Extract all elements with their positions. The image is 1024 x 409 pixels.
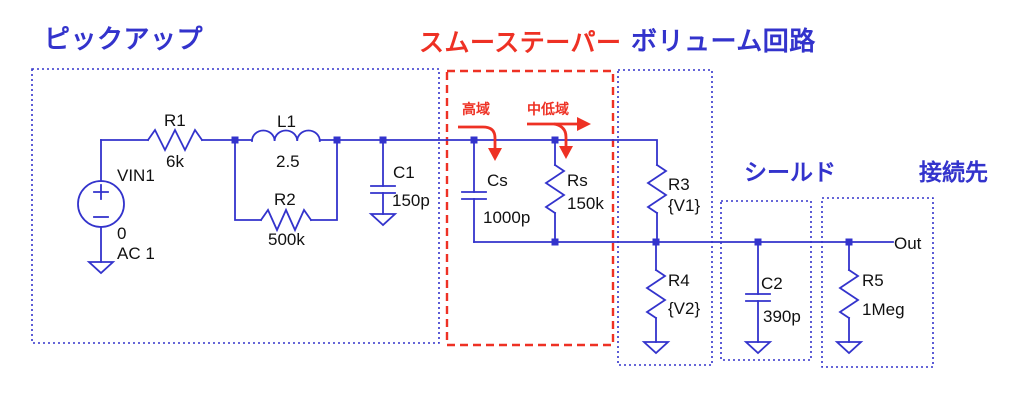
vin1-value: 0 bbox=[117, 224, 127, 243]
r3-name: R3 bbox=[668, 175, 690, 194]
out-net-label: Out bbox=[894, 234, 922, 253]
arrow-down-icon bbox=[488, 148, 502, 161]
volume-circuit-title: ボリューム回路 bbox=[631, 26, 816, 56]
ground-icon bbox=[834, 341, 864, 355]
arrow-down-icon bbox=[559, 146, 573, 159]
shield-title: シールド bbox=[744, 159, 836, 185]
r3-value: {V1} bbox=[668, 196, 701, 215]
c1-value: 150p bbox=[392, 191, 430, 210]
volume-circuit-box bbox=[617, 69, 713, 366]
cs-value: 1000p bbox=[483, 208, 531, 227]
vin1-ac: AC 1 bbox=[117, 244, 155, 263]
ground-icon bbox=[86, 261, 116, 275]
high-range-label: 高域 bbox=[462, 101, 490, 117]
r2-value: 500k bbox=[268, 230, 305, 249]
plus-icon bbox=[93, 184, 109, 200]
r1-name: R1 bbox=[164, 111, 186, 130]
shield-box bbox=[720, 200, 812, 361]
destination-box bbox=[821, 197, 934, 368]
mid-low-range-label: 中低域 bbox=[527, 101, 569, 117]
pickup-title: ピックアップ bbox=[44, 24, 204, 54]
mid-low-range-arrow bbox=[527, 117, 591, 159]
r1-value: 6k bbox=[166, 152, 184, 171]
r5-name: R5 bbox=[862, 271, 884, 290]
ground-icon bbox=[368, 213, 398, 227]
inductor-l1 bbox=[251, 129, 321, 142]
smooth-taper-title: スムーステーパー bbox=[419, 29, 622, 57]
voltage-source-vin1 bbox=[77, 139, 125, 275]
r4-name: R4 bbox=[668, 271, 690, 290]
ground-icon bbox=[743, 341, 773, 355]
resistor-r3 bbox=[646, 163, 668, 243]
r5-value: 1Meg bbox=[862, 300, 905, 319]
capacitor-c1 bbox=[368, 139, 398, 227]
destination-title: 接続先 bbox=[919, 159, 988, 185]
r2-name: R2 bbox=[274, 190, 296, 209]
smooth-taper-box bbox=[445, 69, 615, 347]
arrow-right-icon bbox=[577, 117, 591, 131]
junction-nodes bbox=[231, 136, 853, 246]
c2-name: C2 bbox=[761, 274, 783, 293]
top-wire bbox=[100, 139, 658, 166]
resistor-r2 bbox=[259, 207, 313, 233]
vin1-name: VIN1 bbox=[117, 166, 155, 185]
r4-value: {V2} bbox=[668, 299, 701, 318]
resistor-r5 bbox=[834, 241, 864, 355]
cs-name: Cs bbox=[487, 171, 508, 190]
pickup-box bbox=[31, 68, 440, 344]
rs-value: 150k bbox=[567, 194, 604, 213]
resistor-rs bbox=[544, 139, 566, 243]
c2-value: 390p bbox=[763, 307, 801, 326]
l1-value: 2.5 bbox=[276, 152, 300, 171]
ground-icon bbox=[641, 341, 671, 355]
capacitor-c2 bbox=[743, 241, 773, 355]
capacitor-cs bbox=[461, 139, 487, 243]
rs-name: Rs bbox=[567, 171, 588, 190]
resistor-r4 bbox=[641, 241, 671, 355]
c1-name: C1 bbox=[393, 163, 415, 182]
high-range-arrow bbox=[458, 125, 502, 161]
resistor-r1 bbox=[146, 127, 204, 153]
l1-name: L1 bbox=[277, 112, 296, 131]
resistor-r2-branch bbox=[234, 139, 338, 233]
